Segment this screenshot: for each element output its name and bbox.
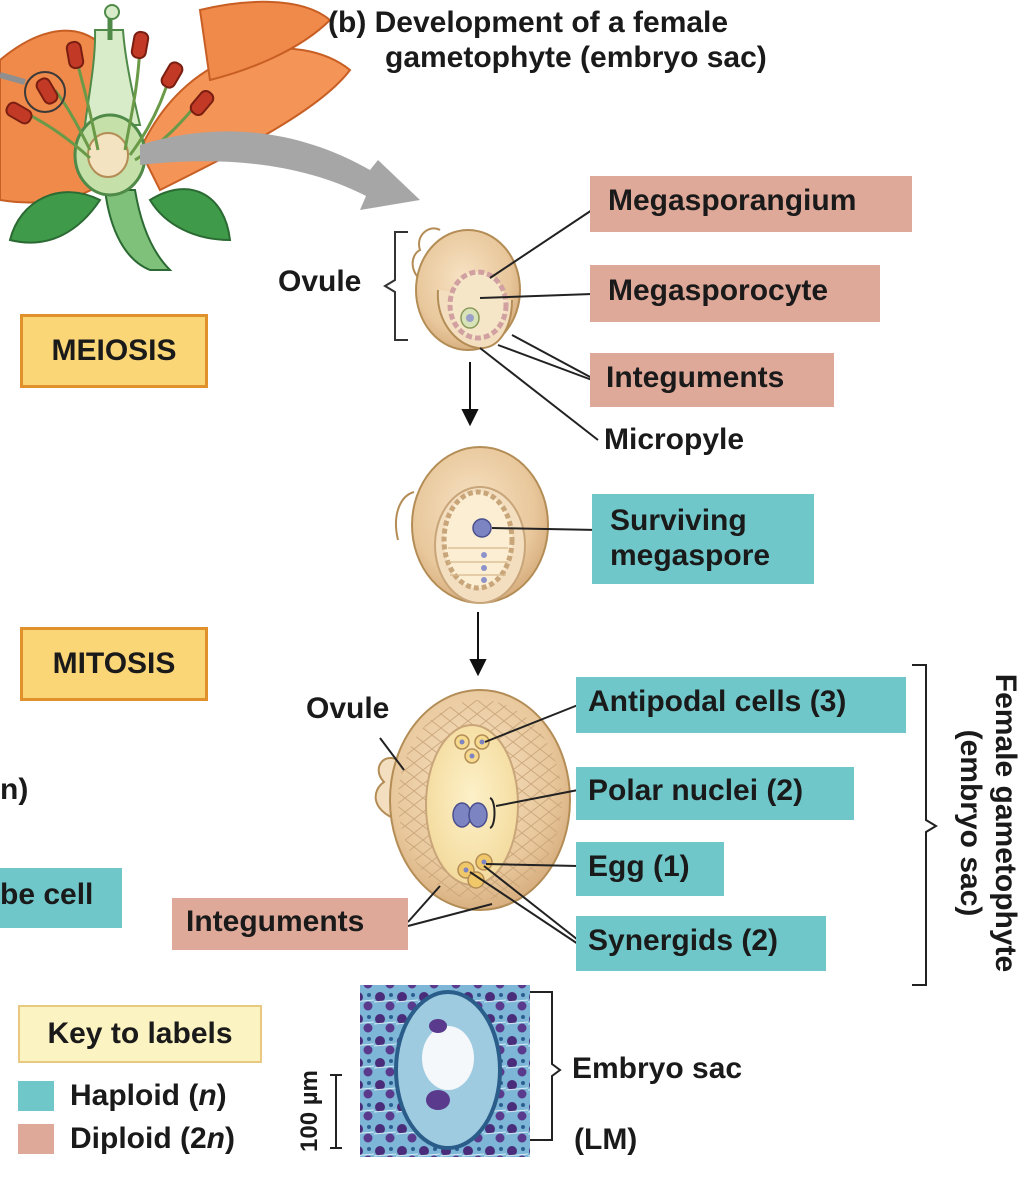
clipped-n-label: n) (0, 773, 29, 806)
haploid-key-label: Haploid (n) (70, 1079, 227, 1114)
synergids-text: Synergids (2) (588, 924, 779, 957)
clipped-tube-cell-text: be cell (0, 878, 94, 911)
stage-arrows (461, 362, 487, 677)
leader-lines (330, 209, 938, 1149)
diploid-key-suffix: ) (224, 1122, 235, 1155)
meiosis-text: MEIOSIS (51, 333, 177, 367)
flower-illustration (0, 0, 352, 271)
ovule-bracket (383, 231, 408, 341)
figure-title-line2: gametophyte (embryo sac) (385, 40, 767, 74)
surviving-megaspore-line2: megaspore (610, 538, 771, 572)
lm-label: (LM) (574, 1123, 638, 1156)
key-title: Key to labels (47, 1017, 233, 1050)
flower-to-ovule-arrow (140, 131, 420, 210)
ovule-3-illustration (374, 689, 571, 911)
key-title-box: Key to labels (18, 1005, 262, 1063)
mitosis-label: MITOSIS (20, 627, 208, 701)
polar-nuclei-label: Polar nuclei (2) (576, 767, 854, 820)
egg-label: Egg (1) (576, 842, 724, 896)
diploid-key-label: Diploid (2n) (70, 1122, 235, 1157)
antipodal-cells-text: Antipodal cells (3) (588, 685, 847, 718)
female-gametophyte-line2: (embryo sac) (954, 729, 988, 917)
megasporangium-text: Megasporangium (608, 184, 857, 217)
meiosis-label: MEIOSIS (20, 314, 208, 388)
diploid-key-n: n (206, 1122, 225, 1155)
haploid-key-n: n (198, 1079, 217, 1112)
egg-text: Egg (1) (588, 850, 690, 883)
surviving-megaspore-line1: Surviving (610, 504, 747, 537)
diploid-key-prefix: Diploid (2 (70, 1122, 207, 1155)
haploid-swatch (18, 1081, 54, 1111)
haploid-key-suffix: ) (216, 1079, 227, 1112)
megasporangium-label: Megasporangium (590, 176, 912, 232)
megasporocyte-text: Megasporocyte (608, 274, 829, 307)
polar-nuclei-text: Polar nuclei (2) (588, 774, 804, 807)
figure-title: (b) Development of a female gametophyte … (328, 6, 767, 75)
ovule-2-illustration (395, 446, 549, 604)
female-gametophyte-line1: Female gametophyte (989, 673, 1022, 973)
light-micrograph (360, 985, 530, 1157)
integuments-text-1: Integuments (606, 361, 785, 394)
megasporocyte-label: Megasporocyte (590, 265, 880, 322)
embryo-sac-label: Embryo sac (572, 1052, 743, 1085)
integuments-text-2: Integuments (186, 905, 365, 938)
ovule-label-2: Ovule (306, 692, 390, 725)
surviving-megaspore-label: Surviving megaspore (592, 494, 814, 584)
haploid-key-prefix: Haploid ( (70, 1079, 199, 1112)
synergids-label: Synergids (2) (576, 916, 826, 971)
scale-bar-label: 100 µm (296, 1070, 323, 1152)
integuments-label-1: Integuments (590, 353, 834, 407)
integuments-label-2: Integuments (172, 898, 408, 950)
clipped-tube-cell-label: be cell (0, 868, 122, 928)
ovule-1-illustration (411, 227, 521, 351)
mitosis-text: MITOSIS (52, 646, 176, 680)
figure-title-line1: (b) Development of a female (328, 6, 729, 39)
female-gametophyte-label: Female gametophyte (embryo sac) (953, 658, 1023, 988)
diploid-swatch (18, 1124, 54, 1154)
ovule-label-1: Ovule (278, 265, 362, 298)
micropyle-label: Micropyle (604, 423, 745, 456)
antipodal-cells-label: Antipodal cells (3) (576, 677, 906, 733)
